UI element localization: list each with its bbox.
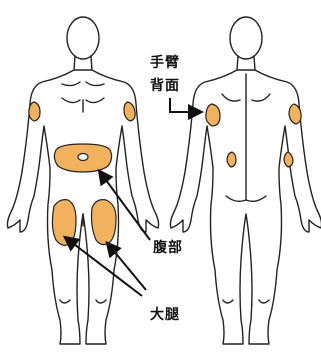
right-thigh-site — [92, 200, 117, 245]
back-head — [230, 17, 262, 59]
abdomen-label: 腹部 — [153, 240, 183, 256]
back-body-figure — [170, 17, 321, 344]
left-thigh-site — [52, 200, 76, 246]
front-body-figure — [7, 17, 158, 344]
arm-back-label-line2: 背面 — [150, 78, 180, 94]
arm-back-label-line1: 手臂 — [150, 55, 180, 71]
front-head — [67, 17, 99, 59]
back-left-arm-site — [206, 104, 220, 126]
back-left-hip-site — [227, 152, 236, 167]
navel — [78, 154, 88, 161]
front-left-arm-site — [29, 102, 40, 121]
thigh-label: 大腿 — [150, 307, 180, 323]
